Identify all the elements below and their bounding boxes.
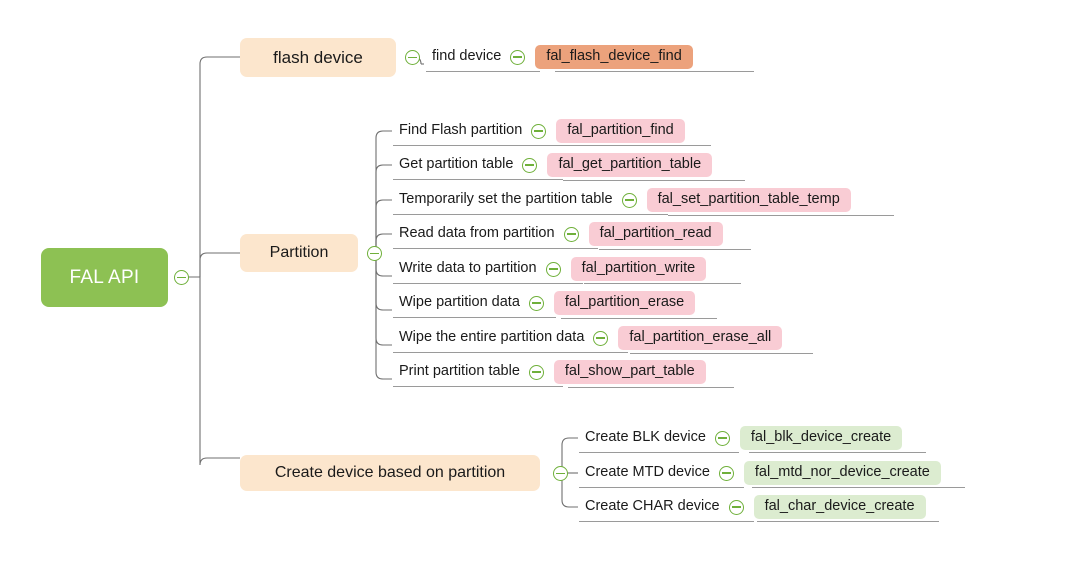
edge-part-c8 xyxy=(375,253,392,380)
leaf-underline xyxy=(393,214,668,215)
collapse-minus-circle-icon-partition[interactable] xyxy=(367,246,382,261)
api-badge[interactable]: fal_partition_write xyxy=(570,257,707,281)
leaf-underline xyxy=(579,487,744,488)
edge-trunk-to-partition xyxy=(199,252,240,277)
leaf-underline xyxy=(393,317,556,318)
leaf-label: Get partition table xyxy=(399,156,514,173)
list-item-create-mtd-device[interactable]: Create MTD device fal_mtd_nor_device_cre… xyxy=(579,460,941,488)
collapse-minus-circle-icon-root[interactable] xyxy=(174,270,189,285)
edge-part-c1 xyxy=(375,130,392,253)
collapse-minus-circle-icon-create-char-device[interactable] xyxy=(728,499,744,515)
leaf-underline xyxy=(393,352,628,353)
list-item-write-data-to-partition[interactable]: Write data to partition fal_partition_wr… xyxy=(393,256,707,284)
api-badge[interactable]: fal_get_partition_table xyxy=(547,153,713,177)
api-badge[interactable]: fal_partition_erase_all xyxy=(618,326,783,350)
pill-underline xyxy=(752,487,965,488)
edge-part-c3 xyxy=(375,199,392,253)
api-badge[interactable]: fal_blk_device_create xyxy=(739,426,903,450)
collapse-minus-circle-icon-temporarily-set-the-partition-table[interactable] xyxy=(621,192,637,208)
leaf-label: find device xyxy=(432,48,502,65)
list-item-find-device[interactable]: find device fal_flash_device_find xyxy=(426,44,693,72)
leaf-label: Create CHAR device xyxy=(585,498,720,515)
api-badge[interactable]: fal_flash_device_find xyxy=(535,45,693,69)
pill-underline xyxy=(757,521,939,522)
root-node-label: FAL API xyxy=(69,266,140,288)
pill-underline xyxy=(630,353,813,354)
collapse-minus-circle-icon-find-device[interactable] xyxy=(510,49,526,65)
collapse-minus-circle-icon-find-flash-partition[interactable] xyxy=(531,123,547,139)
edge-trunk-to-flash xyxy=(199,56,240,277)
leaf-underline xyxy=(393,283,583,284)
collapse-minus-circle-icon-wipe-the-entire-partition-data[interactable] xyxy=(593,330,609,346)
api-badge[interactable]: fal_mtd_nor_device_create xyxy=(743,461,941,485)
leaf-label: Find Flash partition xyxy=(399,122,523,139)
leaf-underline xyxy=(393,145,568,146)
pill-underline xyxy=(749,452,926,453)
list-item-temporarily-set-the-partition-table[interactable]: Temporarily set the partition table fal_… xyxy=(393,187,851,215)
leaf-label: Print partition table xyxy=(399,363,520,380)
leaf-underline xyxy=(393,248,598,249)
pill-underline xyxy=(568,145,711,146)
collapse-minus-circle-icon-create-device[interactable] xyxy=(553,466,568,481)
edge-part-c2 xyxy=(375,164,392,253)
collapse-minus-circle-icon-flash-device[interactable] xyxy=(405,50,420,65)
pill-underline xyxy=(563,180,745,181)
api-badge[interactable]: fal_char_device_create xyxy=(753,495,926,519)
leaf-label: Write data to partition xyxy=(399,260,537,277)
leaf-label: Create BLK device xyxy=(585,429,706,446)
collapse-minus-circle-icon-wipe-partition-data[interactable] xyxy=(528,295,544,311)
list-item-create-blk-device[interactable]: Create BLK device fal_blk_device_create xyxy=(579,425,903,453)
api-badge[interactable]: fal_partition_erase xyxy=(553,291,696,315)
pill-underline xyxy=(561,318,717,319)
leaf-underline xyxy=(393,179,563,180)
api-badge[interactable]: fal_set_partition_table_temp xyxy=(646,188,851,212)
collapse-minus-circle-icon-print-partition-table[interactable] xyxy=(528,364,544,380)
leaf-label: Wipe the entire partition data xyxy=(399,329,585,346)
list-item-create-char-device[interactable]: Create CHAR device fal_char_device_creat… xyxy=(579,494,926,522)
leaf-label: Temporarily set the partition table xyxy=(399,191,613,208)
list-item-wipe-the-entire-partition-data[interactable]: Wipe the entire partition data fal_parti… xyxy=(393,325,783,353)
root-node-fal-api[interactable]: FAL API xyxy=(41,248,168,307)
branch-node-label: Create device based on partition xyxy=(274,464,506,481)
leaf-label: Create MTD device xyxy=(585,464,710,481)
collapse-minus-circle-icon-create-mtd-device[interactable] xyxy=(718,465,734,481)
branch-node-create-device-based-on-partition[interactable]: Create device based on partition xyxy=(240,455,540,491)
collapse-minus-circle-icon-write-data-to-partition[interactable] xyxy=(545,261,561,277)
api-badge[interactable]: fal_show_part_table xyxy=(553,360,706,384)
leaf-label: Wipe partition data xyxy=(399,294,520,311)
pill-underline xyxy=(584,283,741,284)
pill-underline xyxy=(668,215,894,216)
edge-trunk-to-createdev xyxy=(199,277,240,466)
branch-node-label: flash device xyxy=(273,47,363,67)
edge-part-c6 xyxy=(375,253,392,311)
pill-underline xyxy=(555,71,754,72)
list-item-get-partition-table[interactable]: Get partition table fal_get_partition_ta… xyxy=(393,152,713,180)
branch-node-label: Partition xyxy=(269,244,329,261)
leaf-underline xyxy=(579,521,754,522)
collapse-minus-circle-icon-get-partition-table[interactable] xyxy=(522,157,538,173)
branch-node-partition[interactable]: Partition xyxy=(240,234,358,272)
leaf-underline xyxy=(579,452,739,453)
api-badge[interactable]: fal_partition_find xyxy=(556,119,685,143)
edge-part-c7 xyxy=(375,253,392,346)
list-item-find-flash-partition[interactable]: Find Flash partition fal_partition_find xyxy=(393,118,685,146)
list-item-print-partition-table[interactable]: Print partition table fal_show_part_tabl… xyxy=(393,359,706,387)
list-item-read-data-from-partition[interactable]: Read data from partition fal_partition_r… xyxy=(393,221,723,249)
leaf-underline xyxy=(426,71,540,72)
branch-node-flash-device[interactable]: flash device xyxy=(240,38,396,77)
leaf-label: Read data from partition xyxy=(399,225,555,242)
collapse-minus-circle-icon-create-blk-device[interactable] xyxy=(714,430,730,446)
collapse-minus-circle-icon-read-data-from-partition[interactable] xyxy=(563,226,579,242)
pill-underline xyxy=(568,387,734,388)
leaf-underline xyxy=(393,386,563,387)
list-item-wipe-partition-data[interactable]: Wipe partition data fal_partition_erase xyxy=(393,290,696,318)
api-badge[interactable]: fal_partition_read xyxy=(588,222,723,246)
pill-underline xyxy=(599,249,751,250)
